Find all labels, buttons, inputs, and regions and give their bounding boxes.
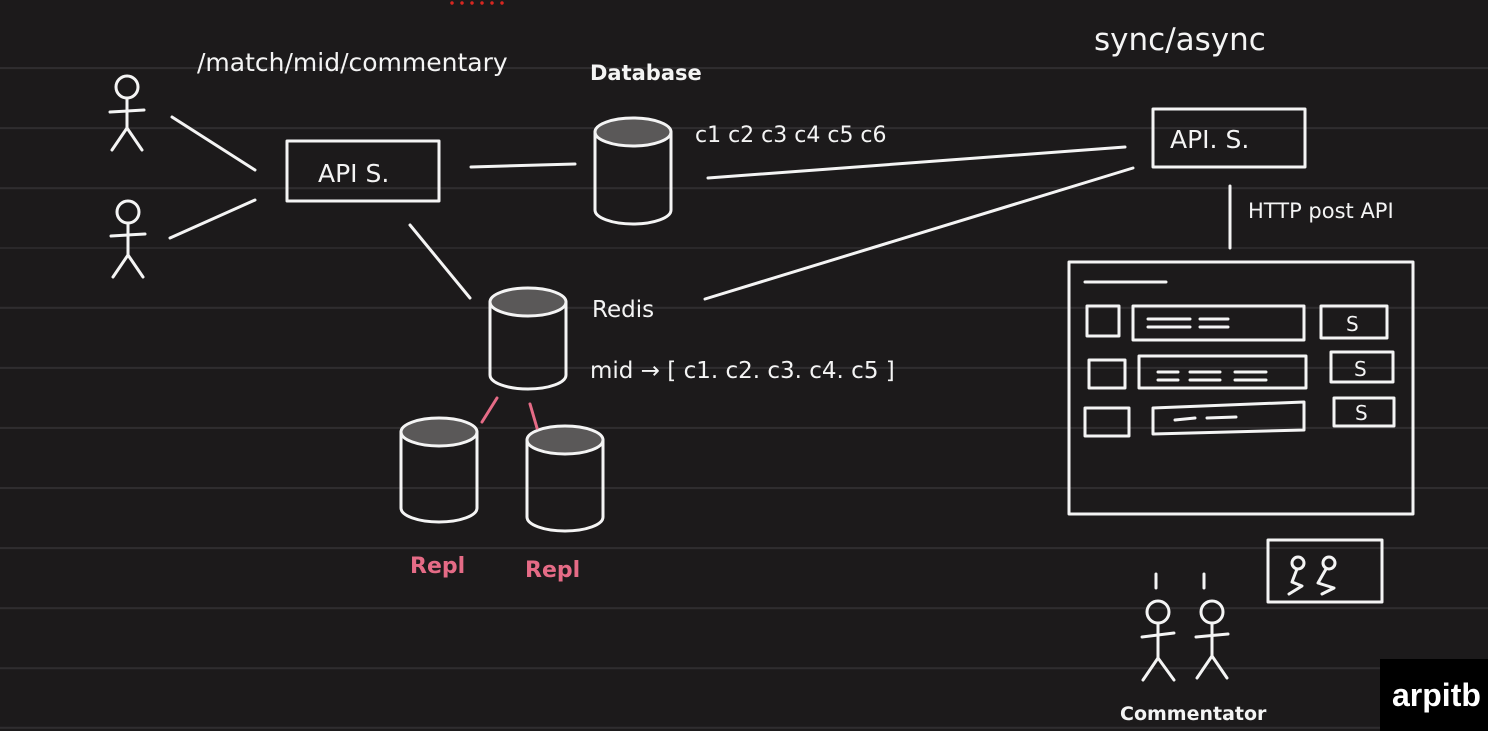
connector-redis-api-right [703, 166, 1135, 301]
commentator-figure-2 [1194, 572, 1230, 680]
endpoint-label: /match/mid/commentary [197, 48, 508, 77]
row-1-text-field [1131, 304, 1306, 342]
database-label: Database [590, 61, 702, 85]
api-service-left-box [285, 139, 441, 203]
http-post-label: HTTP post API [1248, 199, 1394, 223]
commentator-figure-1 [1140, 572, 1176, 682]
api-service-left-label: API S. [318, 159, 389, 188]
row-1-send-button-label: S [1346, 312, 1359, 336]
connector-user1-api [170, 115, 257, 172]
api-service-right-box [1151, 107, 1307, 169]
row-1-send-button[interactable] [1319, 304, 1389, 340]
redis-mapping-label: mid → [ c1. c2. c3. c4. c5 ] [590, 358, 895, 384]
connector-api-database [469, 162, 577, 169]
connector-user2-api [168, 198, 257, 240]
row-2-send-button-label: S [1354, 357, 1367, 381]
red-dot-marker [447, 0, 507, 6]
user-figure-1 [108, 74, 146, 152]
row-3-send-button-label: S [1355, 401, 1368, 425]
row-2-thumbnail [1087, 358, 1127, 390]
replica-cylinder-2 [525, 424, 605, 533]
replica-2-label: Repl [525, 558, 580, 583]
redis-label: Redis [592, 297, 654, 323]
row-3-send-button[interactable] [1332, 396, 1396, 428]
row-2-send-button[interactable] [1329, 350, 1395, 384]
redis-cylinder [488, 286, 568, 391]
row-1-thumbnail [1085, 304, 1121, 338]
connector-api-redis [408, 223, 472, 300]
commentary-dashboard [1067, 260, 1415, 516]
replication-link-2 [528, 402, 539, 430]
channel-watermark: arpitb [1380, 659, 1488, 731]
row-3-text-field [1151, 400, 1306, 436]
commentators-label: Commentator [1120, 703, 1267, 725]
row-3-thumbnail [1083, 406, 1131, 438]
database-items-label: c1 c2 c3 c4 c5 c6 [695, 123, 887, 148]
api-service-right-label: API. S. [1170, 125, 1249, 154]
replica-cylinder-1 [399, 416, 479, 524]
row-2-text-field [1137, 354, 1308, 390]
commentators-desk-icon [1266, 538, 1384, 604]
database-cylinder [593, 116, 673, 226]
replication-link-1 [480, 396, 499, 424]
sync-async-label: sync/async [1094, 22, 1266, 58]
user-figure-2 [109, 199, 147, 279]
replica-1-label: Repl [410, 554, 465, 579]
connector-database-api-right [706, 145, 1127, 180]
